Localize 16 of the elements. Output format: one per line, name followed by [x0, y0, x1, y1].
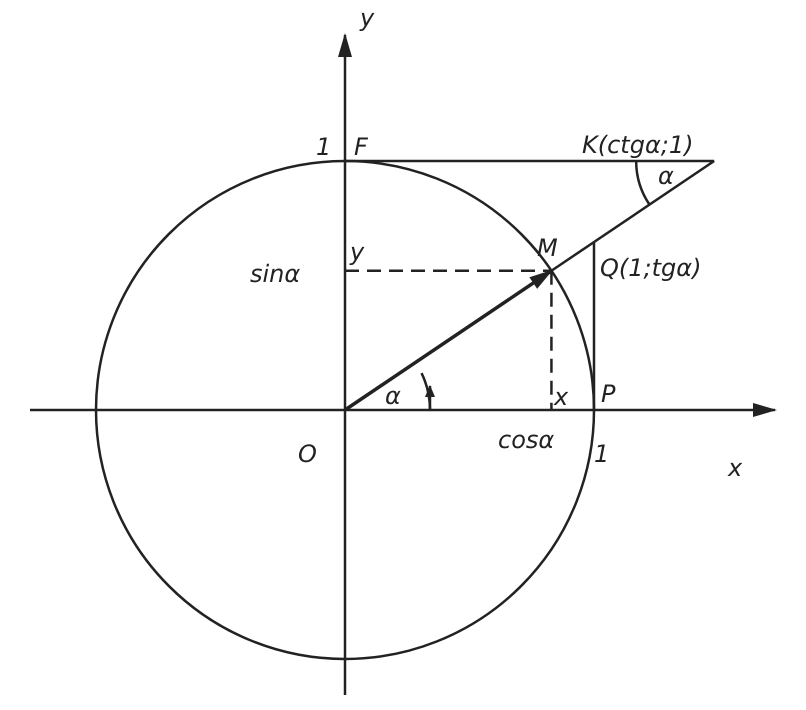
point-label: F	[354, 135, 368, 159]
coordinate-label: y	[350, 240, 364, 264]
origin-label: O	[298, 442, 317, 466]
tick-label: 1	[594, 442, 610, 466]
point-label: M	[537, 236, 558, 260]
angle-label: α	[658, 164, 674, 188]
value-label: sinα	[250, 262, 300, 286]
angle-label: α	[385, 384, 401, 408]
point-label: K(ctgα;1)	[582, 133, 694, 157]
tick-label: 1	[316, 135, 332, 159]
axis-label: x	[728, 456, 742, 480]
coordinate-label: x	[554, 385, 568, 409]
point-label: Q(1;tgα)	[600, 256, 702, 280]
point-label: P	[601, 382, 616, 406]
axis-label: y	[360, 6, 374, 30]
value-label: cosα	[498, 428, 554, 452]
